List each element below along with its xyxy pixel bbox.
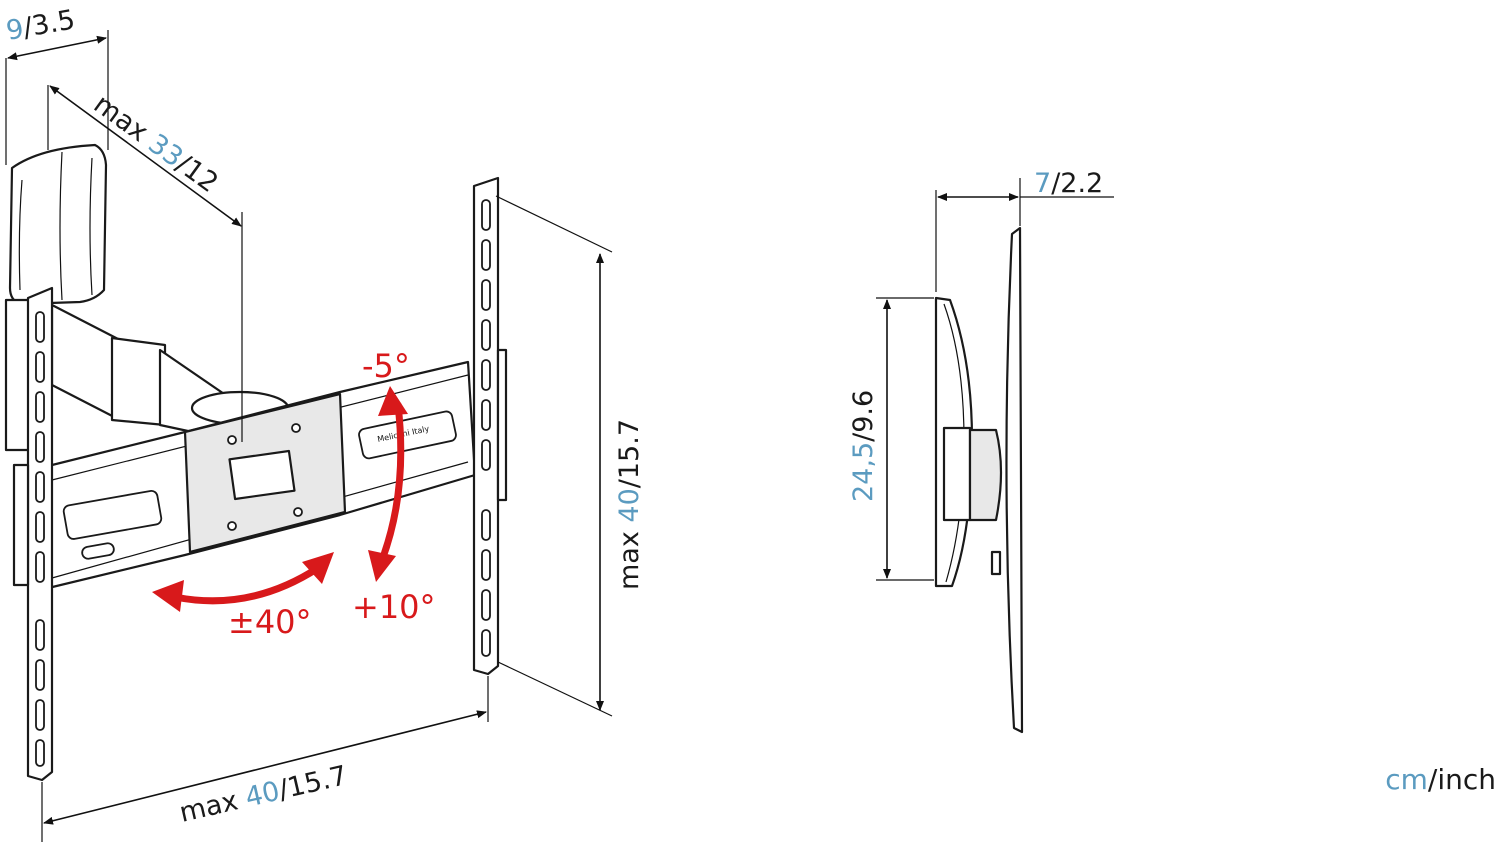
vertical-dimension-label: max 40/15.7 (614, 419, 645, 590)
wall-depth-dimension (7, 35, 107, 61)
left-bracket-slots (35, 311, 45, 767)
tilt-down-label: +10° (352, 588, 436, 626)
tilt-arrow-head-up (378, 386, 408, 416)
motion-indicators (152, 386, 408, 612)
swivel-arrow (171, 564, 322, 605)
units-legend-inch: /inch (1427, 763, 1496, 796)
horizontal-dimension-label: max 40/15.7 (177, 760, 351, 829)
carriage-screw (293, 507, 303, 517)
side-tilt-joint (968, 428, 1003, 522)
side-view (934, 226, 1024, 734)
swivel-label: ±40° (228, 603, 312, 641)
arm-extension-dimension (49, 85, 242, 227)
right-bracket-side (496, 348, 508, 502)
wall-depth-label: 9/3.5 (4, 4, 78, 47)
units-legend-cm: cm (1385, 763, 1428, 796)
side-bracket (942, 426, 972, 522)
carriage-screw (227, 435, 237, 445)
arm-first-segment (50, 303, 122, 422)
units-legend: cm/inch (1385, 763, 1496, 796)
center-lock (228, 449, 296, 501)
tilt-arrow-head-down (368, 550, 396, 582)
carriage-screw (227, 521, 237, 531)
side-depth-label: 7/2.2 (1034, 168, 1103, 199)
side-tv-panel (1005, 226, 1024, 734)
rail-slot-small (81, 542, 115, 560)
side-height-label: 24,5/9.6 (848, 390, 879, 502)
side-lock (990, 550, 1002, 576)
front-view: Meliconi Italy (4, 143, 508, 782)
tilt-arrow (378, 401, 405, 564)
rail-slot-left (62, 489, 163, 540)
swivel-arrow-head-right (302, 552, 334, 584)
rail-slot-right (358, 410, 457, 460)
swivel-arrow-head-left (152, 580, 184, 612)
arm-joint (110, 336, 167, 427)
dimension-lines-front (5, 30, 613, 842)
tilt-up-label: -5° (362, 347, 410, 385)
horizontal-dimension (43, 710, 487, 825)
right-bracket-slots (481, 199, 491, 657)
dimension-lines-side (876, 178, 1114, 581)
left-bracket-side (12, 463, 30, 587)
carriage-screw (291, 423, 301, 433)
